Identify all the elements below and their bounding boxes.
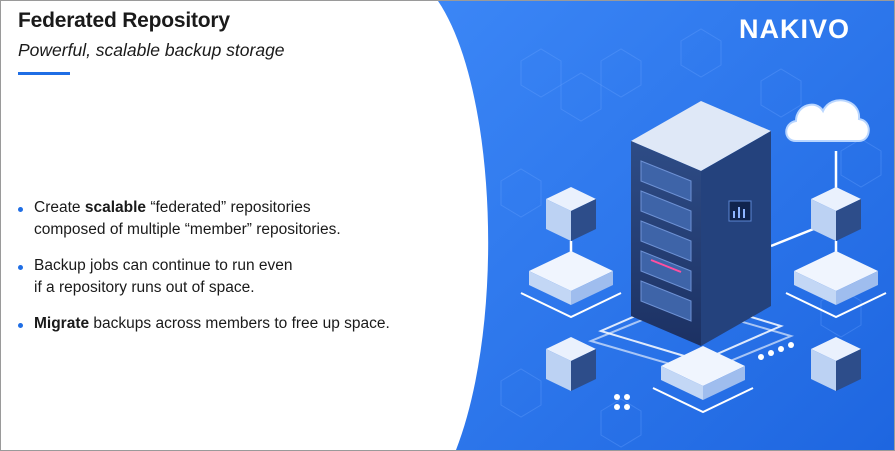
brand-logo: NAKIVO [739, 14, 851, 44]
bullet-line: Create scalable “federated” repositories [34, 197, 390, 219]
bullet-line: composed of multiple “member” repositori… [34, 221, 341, 238]
feature-list: Create scalable “federated” repositories… [18, 197, 390, 349]
storage-node-icon [785, 251, 887, 319]
storage-cube-icon [546, 187, 596, 241]
server-rack-icon [631, 101, 771, 346]
title-underline [18, 72, 70, 75]
bullet-bold-text: scalable [84, 199, 147, 216]
bullet-text: “federated” repositories [146, 199, 311, 216]
bullet-line: if a repository runs out of space. [34, 279, 255, 296]
storage-cube-icon [811, 187, 861, 241]
storage-cube-icon [811, 337, 861, 391]
cloud-icon [785, 99, 870, 142]
bullet-text: backups across members to free up space. [89, 315, 390, 332]
storage-node-icon [520, 251, 622, 319]
dotted-indicator [614, 342, 794, 410]
page-title: Federated Repository [18, 9, 230, 32]
list-item: Create scalable “federated” repositories… [18, 197, 390, 241]
storage-cube-icon [546, 337, 596, 391]
list-item: Backup jobs can continue to run even if … [18, 255, 390, 299]
bullet-text: Create [34, 199, 85, 216]
list-item: Migrate backups across members to free u… [18, 313, 390, 335]
bullet-bold-text: Migrate [34, 315, 90, 332]
bullet-line: Backup jobs can continue to run even [34, 257, 293, 274]
page-subtitle: Powerful, scalable backup storage [18, 40, 285, 60]
bullet-line: Migrate backups across members to free u… [34, 313, 390, 335]
storage-node-icon [652, 346, 754, 414]
